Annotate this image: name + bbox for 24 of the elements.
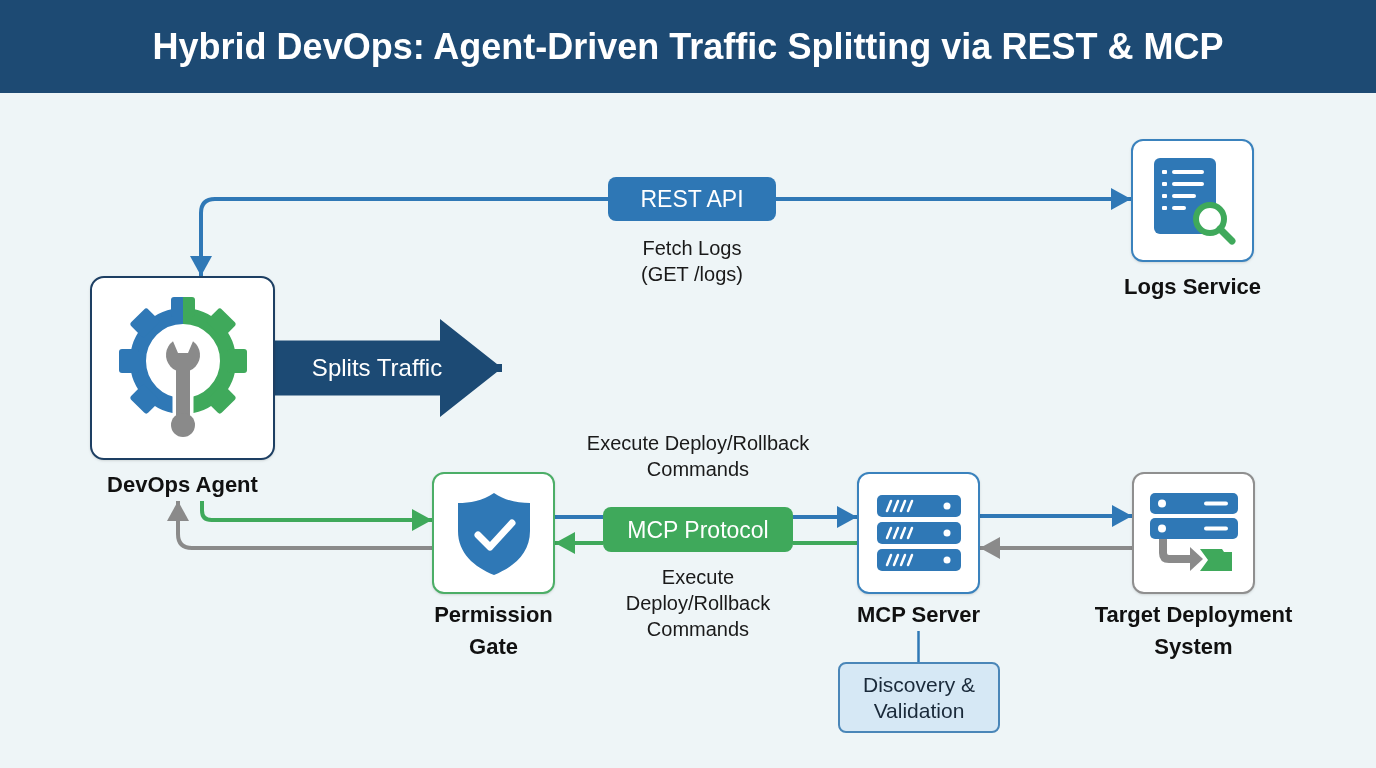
- node-label: Target Deployment System: [1093, 601, 1294, 661]
- arrow: [555, 532, 603, 554]
- connector-line: [555, 515, 603, 519]
- connector-line: [793, 541, 857, 545]
- note-box: Discovery & Validation: [838, 662, 1000, 733]
- connector-line: [917, 631, 920, 662]
- node-label: MCP Server: [856, 601, 981, 629]
- annotation-text: Fetch Logs (GET /logs): [640, 236, 744, 287]
- arrow-label: Splits Traffic: [311, 353, 443, 383]
- annotation-text: Execute Deploy/Rollback Commands: [624, 565, 772, 642]
- node-label: Logs Service: [1124, 273, 1261, 301]
- arrow: [793, 506, 857, 528]
- arrow: [167, 501, 432, 550]
- arrow: [190, 197, 608, 276]
- protocol-tag: MCP Protocol: [603, 507, 793, 552]
- arrow: [980, 505, 1132, 527]
- arrow: [980, 537, 1132, 559]
- arrow: [776, 188, 1131, 210]
- title: Hybrid DevOps: Agent-Driven Traffic Splitting via REST & MCP: [152, 25, 1224, 69]
- arrow: [200, 501, 432, 531]
- node-label: DevOps Agent: [107, 471, 258, 499]
- annotation-text: Execute Deploy/Rollback Commands: [585, 431, 811, 482]
- api-tag: REST API: [608, 177, 776, 221]
- node-label: Permission Gate: [433, 601, 554, 661]
